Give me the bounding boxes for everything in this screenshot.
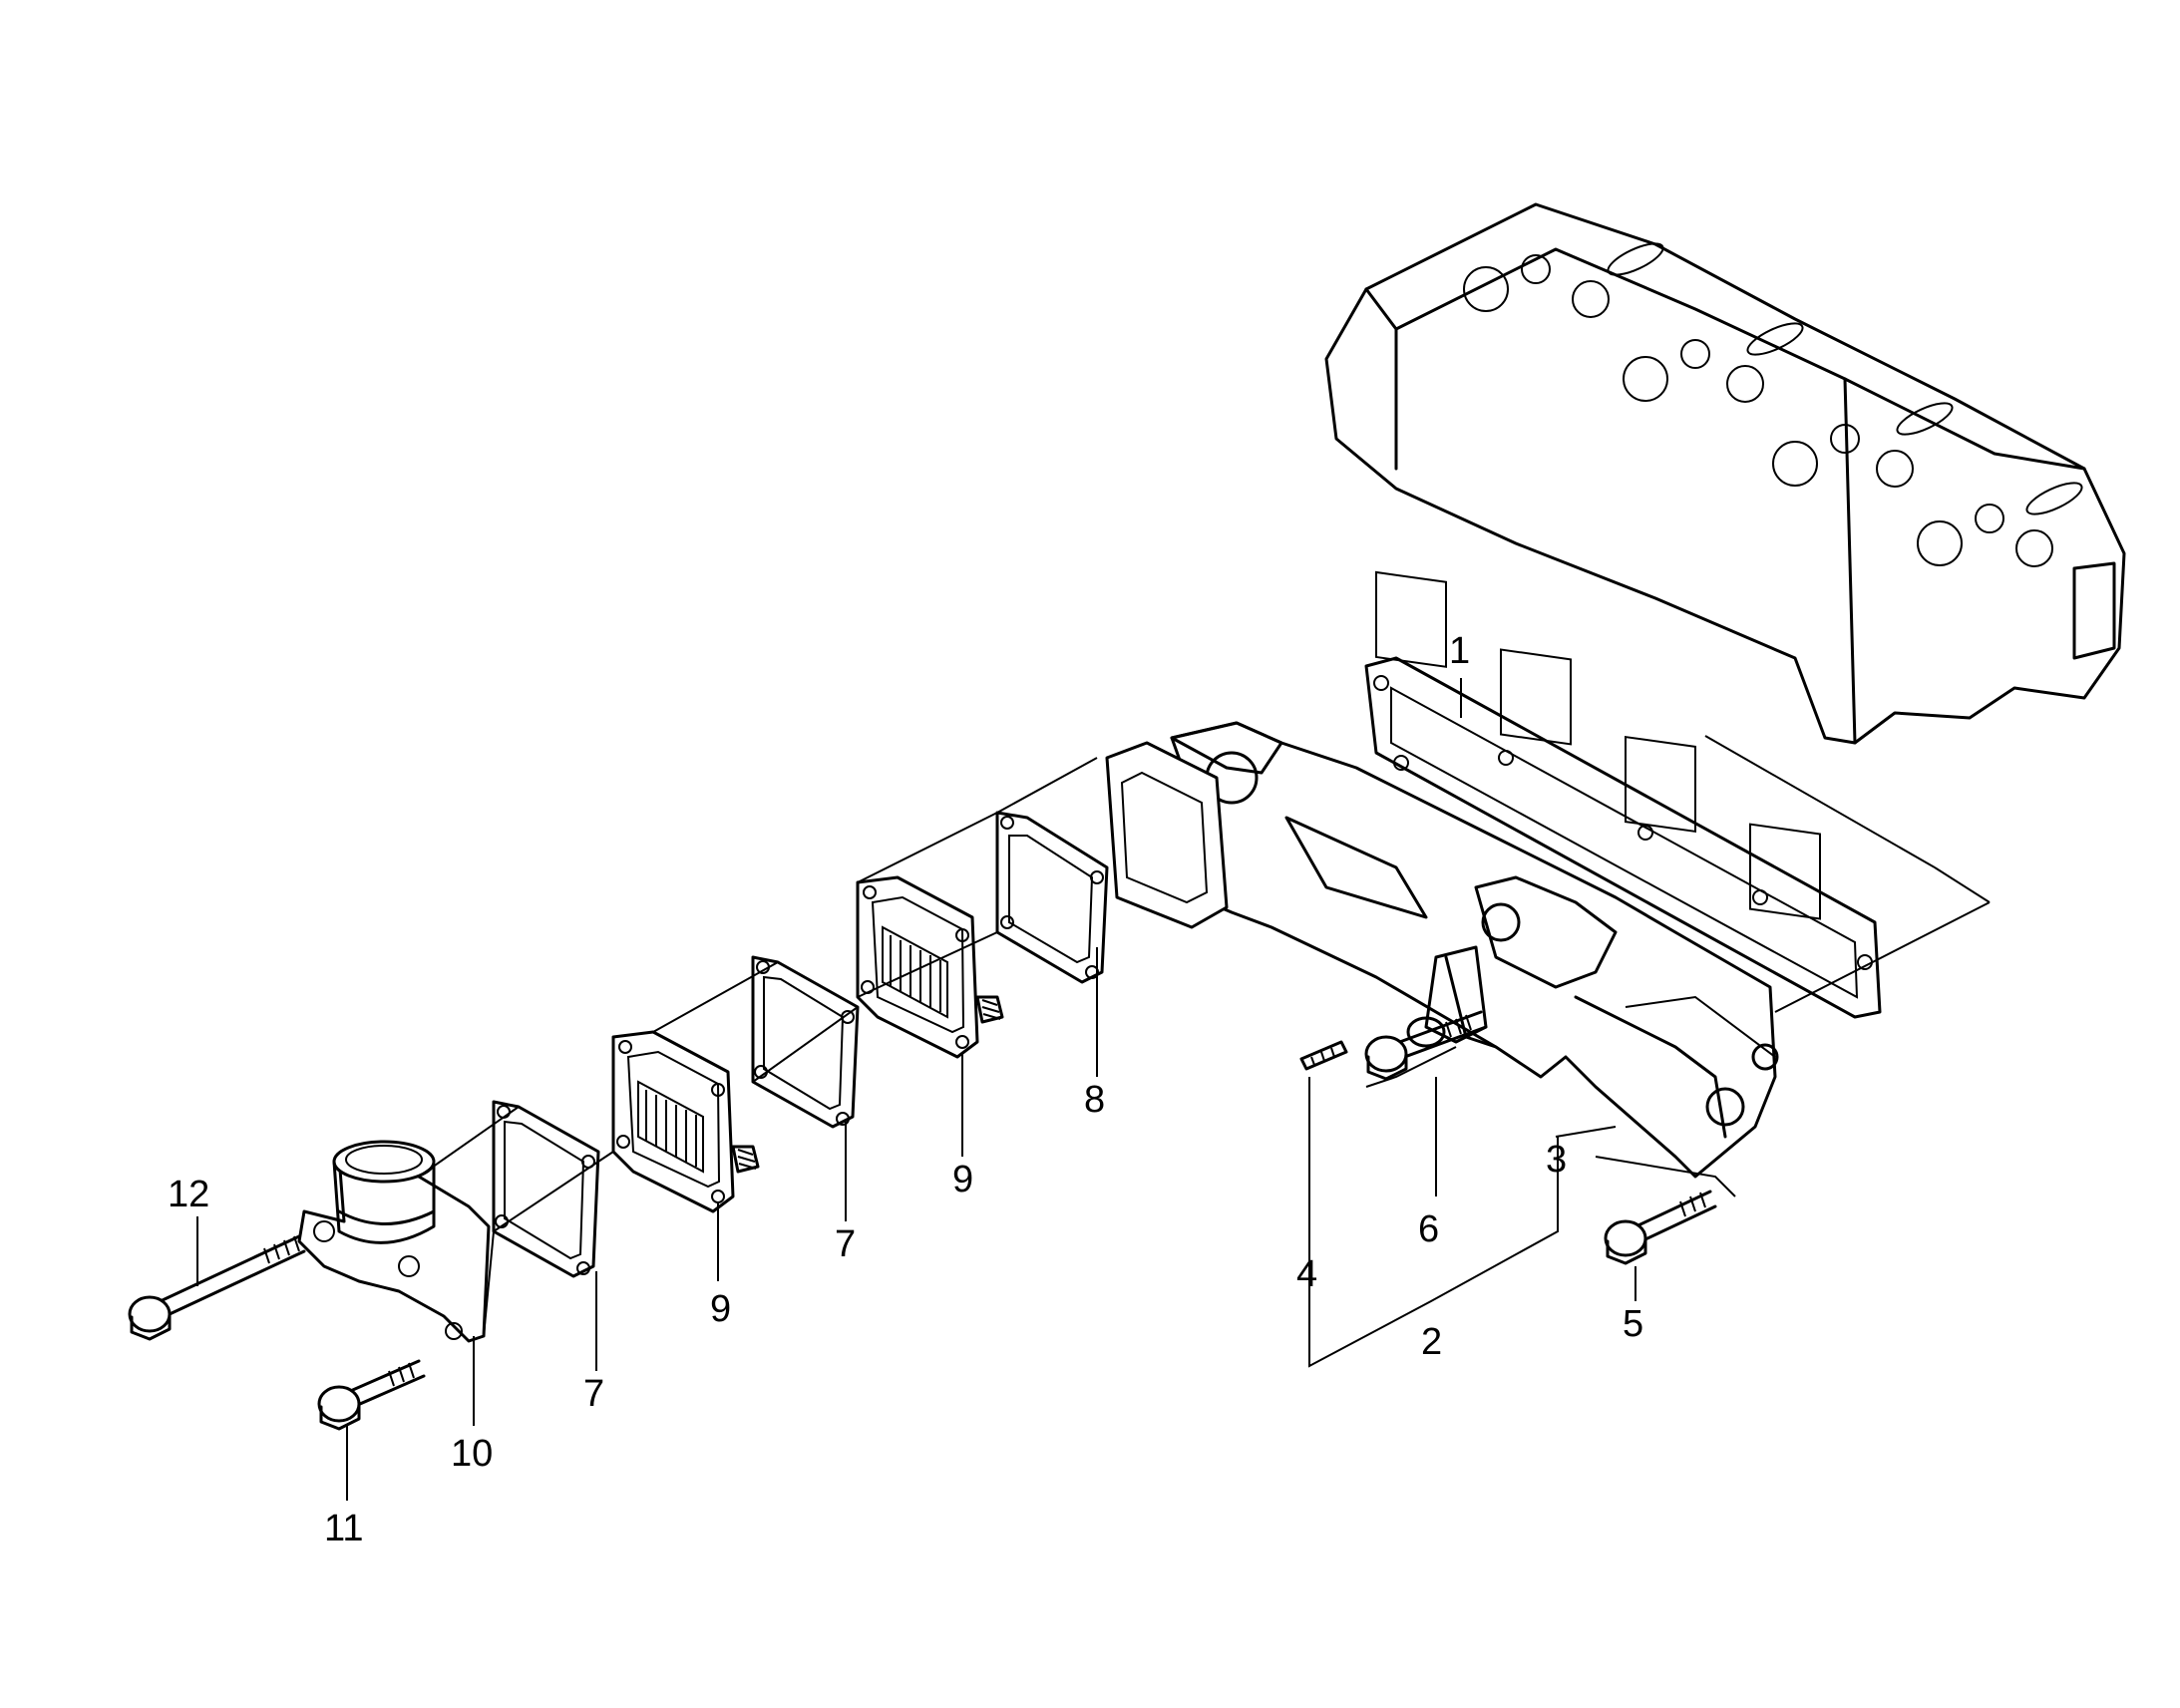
callout-3: 3 bbox=[1546, 1139, 1567, 1181]
heater-plug-4 bbox=[1299, 1040, 1348, 1071]
callout-11: 11 bbox=[324, 1508, 363, 1549]
callout-2: 2 bbox=[1421, 1321, 1442, 1363]
callout-12: 12 bbox=[168, 1174, 209, 1215]
bolt-11 bbox=[317, 1359, 426, 1431]
callout-8: 8 bbox=[1084, 1079, 1105, 1121]
callout-5: 5 bbox=[1623, 1303, 1643, 1345]
heater-9-lower bbox=[611, 1030, 760, 1213]
bolt-5 bbox=[1604, 1190, 1717, 1265]
callout-4: 4 bbox=[1296, 1253, 1317, 1295]
inlet-elbow-10 bbox=[297, 1140, 491, 1343]
callout-6: 6 bbox=[1418, 1208, 1439, 1250]
callout-9-lower: 9 bbox=[710, 1288, 731, 1330]
bolt-12 bbox=[128, 1234, 306, 1341]
gasket-7-lower bbox=[492, 1100, 600, 1278]
callout-leaders bbox=[196, 678, 1636, 1501]
callout-10: 10 bbox=[451, 1433, 493, 1475]
manifold-gasket bbox=[1364, 656, 1882, 1019]
cylinder-head bbox=[1324, 202, 2126, 920]
callout-7-lower: 7 bbox=[583, 1373, 604, 1415]
callout-labels: 1 2 3 4 5 6 7 7 8 9 9 10 11 12 bbox=[168, 630, 1643, 1549]
callout-9-upper: 9 bbox=[952, 1159, 973, 1200]
callout-7-upper: 7 bbox=[835, 1223, 856, 1265]
callout-1: 1 bbox=[1449, 630, 1470, 672]
gasket-8 bbox=[995, 811, 1109, 984]
intake-manifold bbox=[1105, 721, 1779, 1179]
assembly-guide-lines bbox=[418, 735, 1991, 1337]
heater-9-upper bbox=[856, 875, 1004, 1059]
gasket-7-upper bbox=[751, 955, 860, 1129]
bolt-6 bbox=[1364, 1010, 1488, 1081]
